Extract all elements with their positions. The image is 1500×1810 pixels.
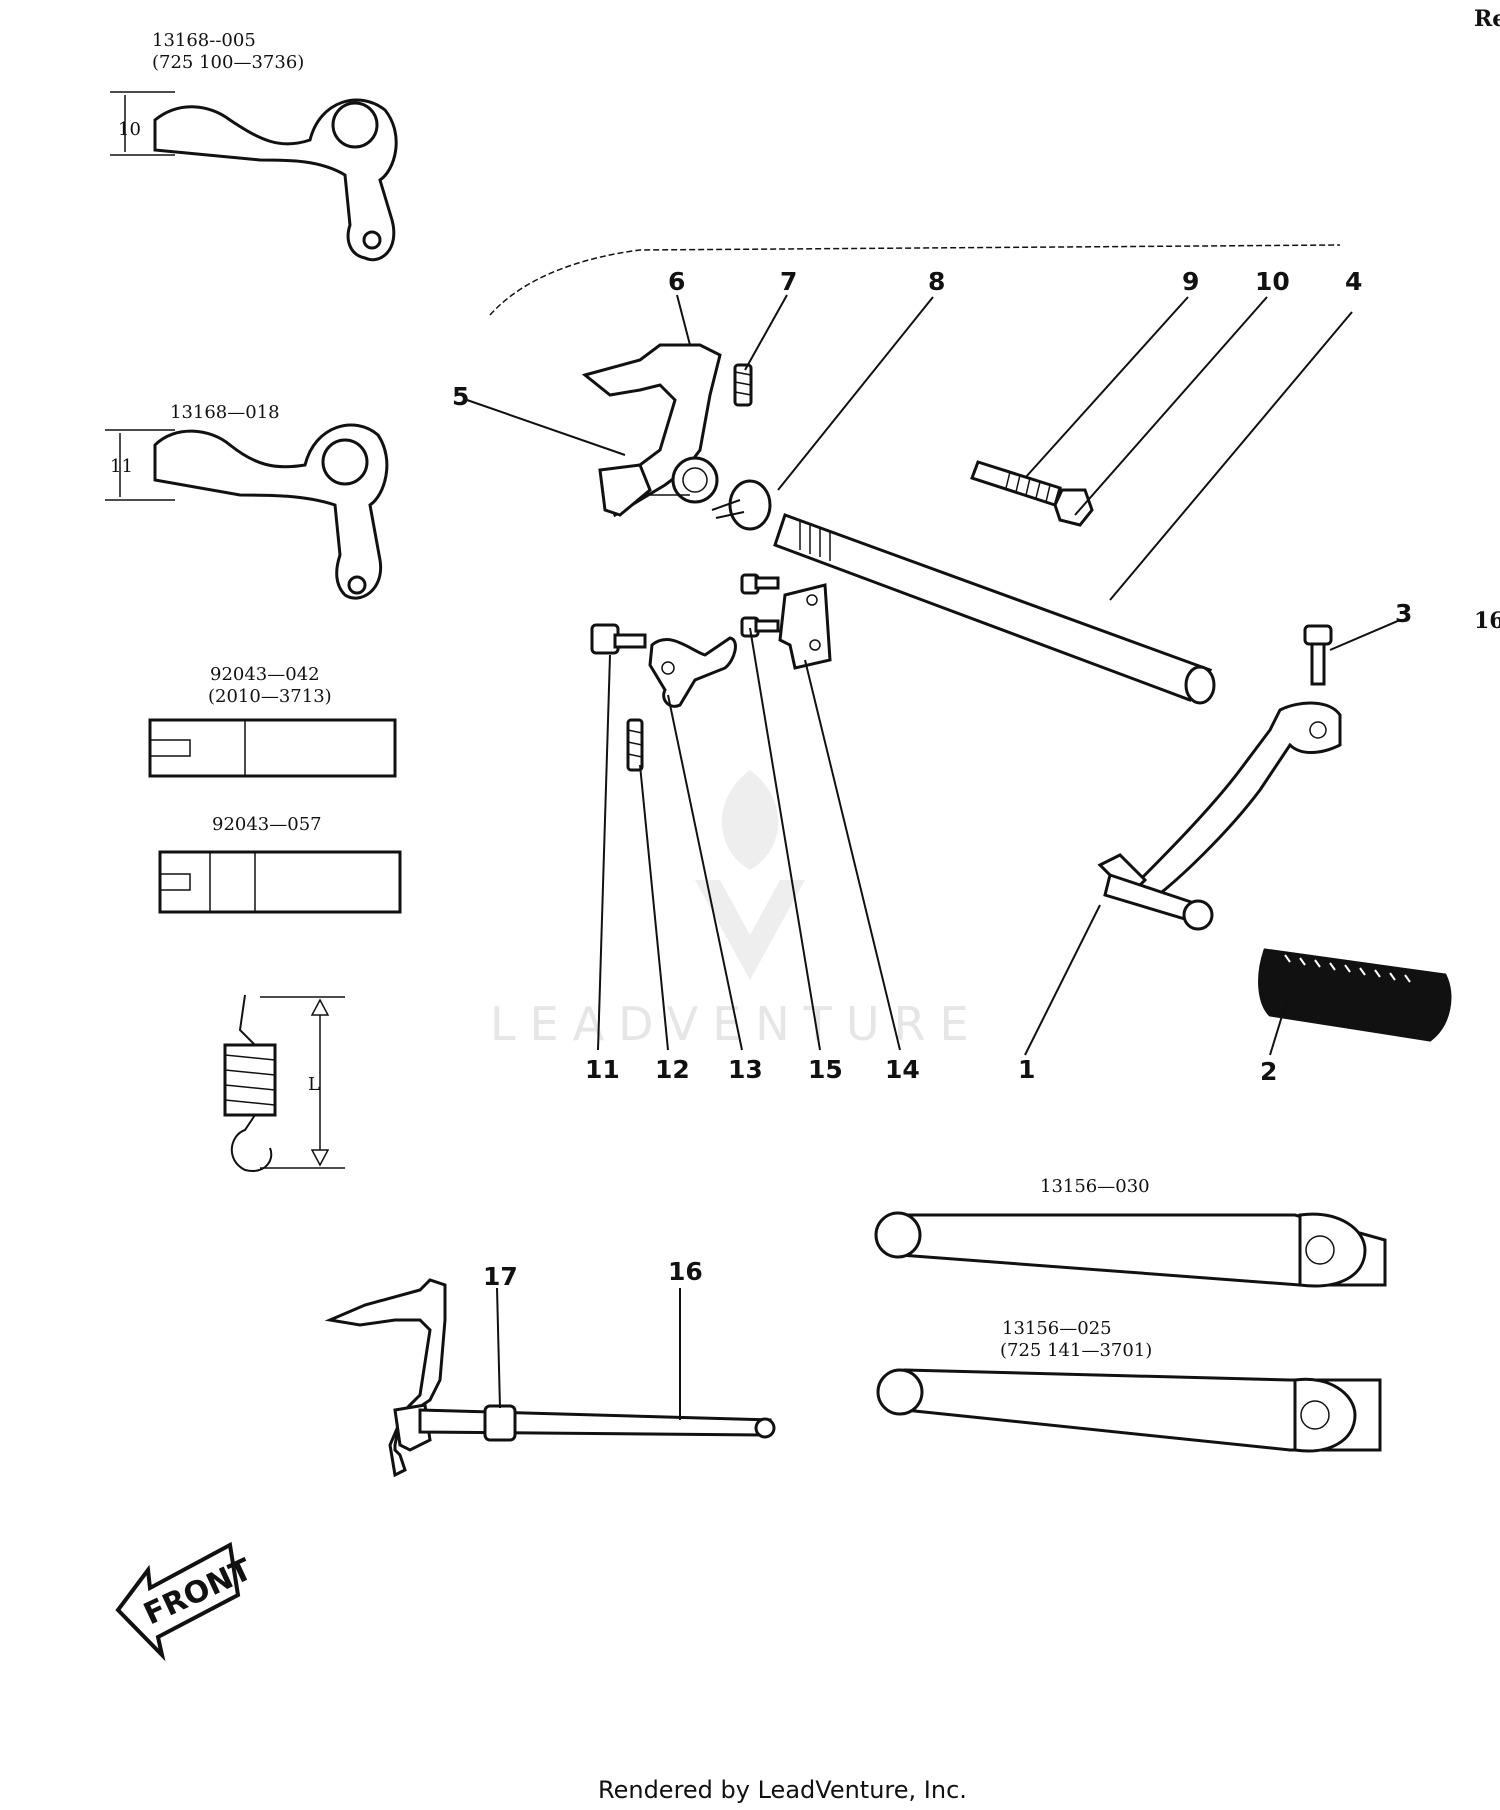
pin-detail-042: 92043—042 (2010—3713) [148, 664, 397, 778]
part-3-bolt [1303, 624, 1333, 686]
callout-14: 14 [885, 1055, 920, 1084]
edge-text-mid-right: 16 [1474, 608, 1500, 634]
part-15-screws [740, 573, 780, 638]
pin-detail-057: 92043—057 [158, 814, 402, 914]
front-arrow: FRONT [115, 1541, 258, 1662]
callout-6: 6 [668, 267, 685, 296]
part-4-shaft [773, 513, 1216, 705]
part-number-13156-025: 13156—025 [1002, 1318, 1112, 1339]
part-number-92043-042: 92043—042 [210, 664, 320, 685]
frame-outline [489, 244, 1341, 316]
callout-numbers: 6 7 8 9 10 4 5 3 11 12 13 15 14 1 2 17 1… [452, 267, 1412, 1291]
arm-detail-030: 13156—030 [874, 1176, 1387, 1288]
callout-17: 17 [483, 1262, 518, 1291]
part-1-shift-lever [1097, 701, 1342, 931]
dim-L: L [308, 1074, 320, 1095]
watermark: LEADVENTURE [490, 770, 969, 1051]
part-number-92043-057: 92043—057 [212, 814, 322, 835]
part-9-pin [970, 460, 1062, 507]
part-10-nut [1053, 488, 1094, 527]
callout-11: 11 [585, 1055, 620, 1084]
part-12-spring [626, 718, 644, 772]
part-number-2010-3713: (2010—3713) [208, 686, 332, 707]
part-number-725-141-3701: (725 141—3701) [1000, 1340, 1152, 1361]
callout-1: 1 [1018, 1055, 1035, 1084]
lever-detail-005: 10 13168--005 (725 100—3736) [110, 30, 398, 262]
part-number-13168-005: 13168--005 [152, 30, 256, 51]
lever-detail-018: 11 13168—018 [105, 402, 389, 600]
callout-16: 16 [668, 1257, 703, 1286]
callout-13: 13 [728, 1055, 763, 1084]
part-6-shift-arm [581, 343, 722, 518]
part-16-17-assembly [324, 1278, 776, 1478]
part-2-rubber [1258, 948, 1452, 1042]
callout-5: 5 [452, 382, 469, 411]
part-13-plate [648, 636, 737, 708]
callout-15: 15 [808, 1055, 843, 1084]
part-number-725-100-3736: (725 100—3736) [152, 52, 304, 73]
dim-11: 11 [110, 456, 133, 477]
footer-credit: Rendered by LeadVenture, Inc. [598, 1776, 967, 1804]
part-11-bolt [590, 623, 647, 655]
part-number-13156-030: 13156—030 [1040, 1176, 1150, 1197]
callout-12: 12 [655, 1055, 690, 1084]
callout-7: 7 [780, 267, 797, 296]
part-number-13168-018: 13168—018 [170, 402, 280, 423]
callout-8: 8 [928, 267, 945, 296]
part-8-clip [711, 479, 772, 531]
arm-detail-025: 13156—025 (725 141—3701) [876, 1318, 1382, 1453]
callout-4: 4 [1345, 267, 1362, 296]
dim-10: 10 [118, 119, 141, 140]
callout-2: 2 [1260, 1057, 1277, 1086]
callout-3: 3 [1395, 599, 1412, 628]
part-7-spring [733, 363, 753, 407]
callout-10: 10 [1255, 267, 1290, 296]
spring-detail: L [223, 994, 345, 1172]
callout-9: 9 [1182, 267, 1199, 296]
part-14-bracket [778, 583, 832, 670]
leader-lines [466, 294, 1401, 1420]
edge-text-top-right: Re [1474, 6, 1500, 32]
